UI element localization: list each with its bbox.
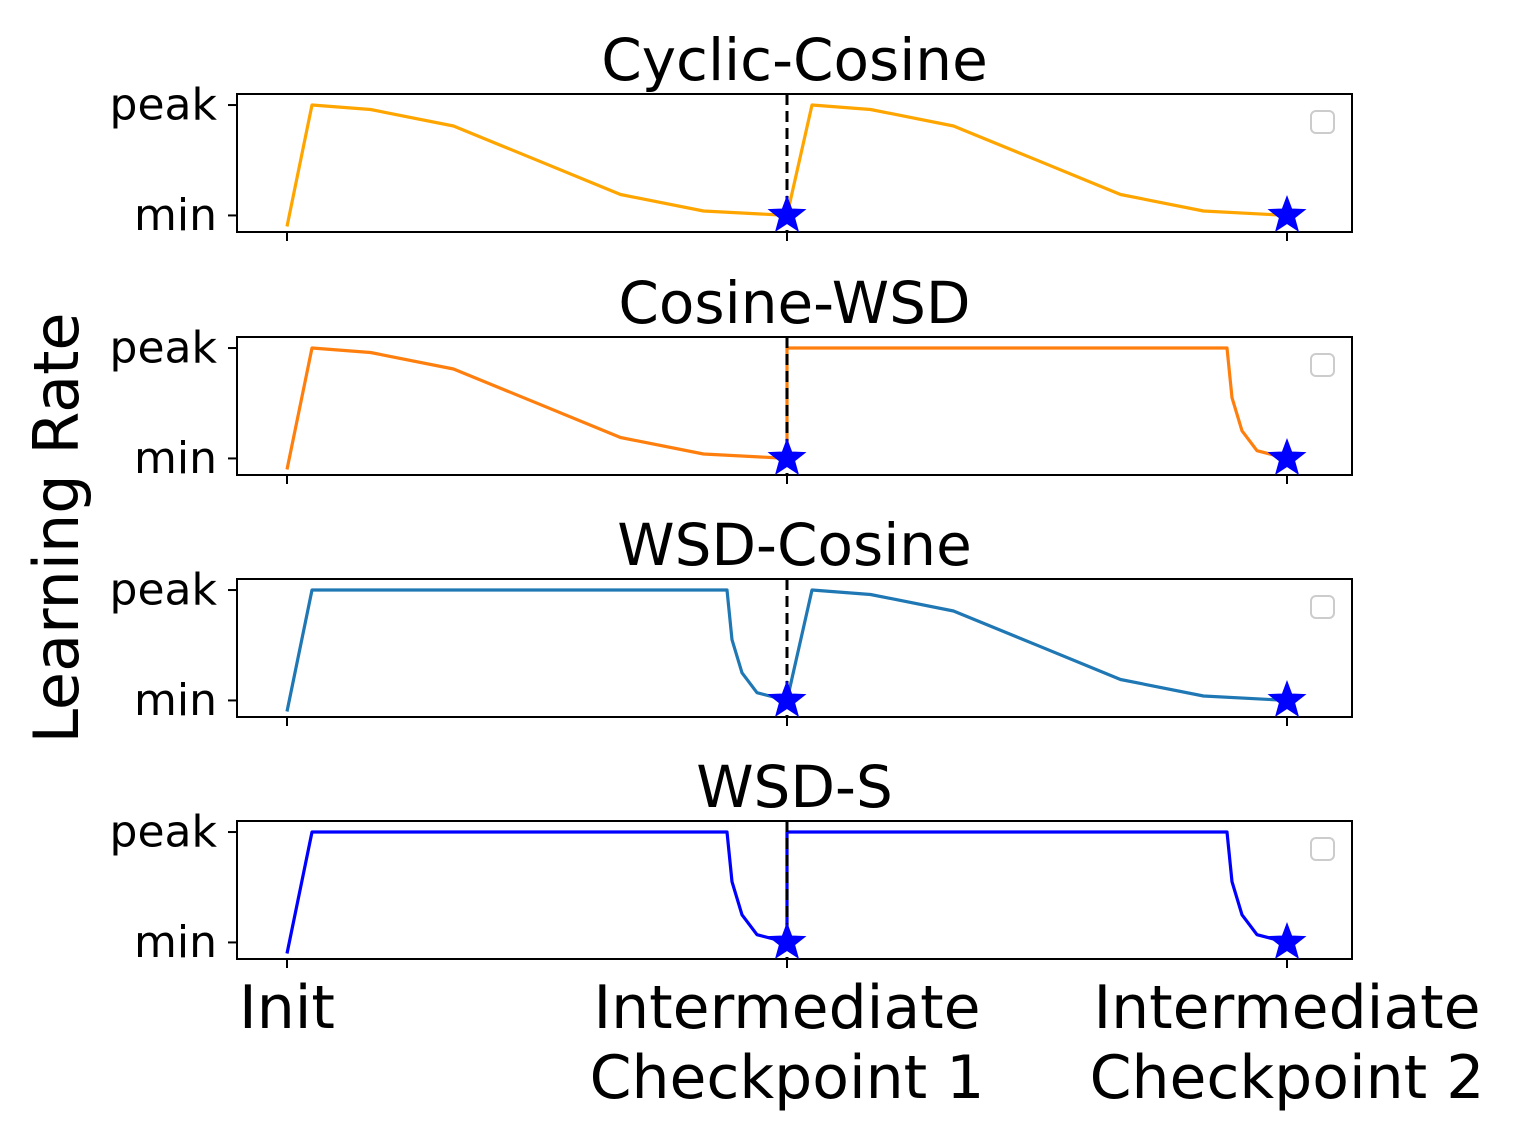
y-tick-label: min bbox=[134, 917, 217, 968]
y-tick-label: peak bbox=[110, 80, 218, 131]
legend-box bbox=[1310, 353, 1335, 377]
y-tick-label: peak bbox=[110, 323, 218, 374]
subplot-2: Cosine-WSD peak min bbox=[110, 269, 1353, 484]
legend-box bbox=[1310, 595, 1335, 619]
legend-box bbox=[1310, 110, 1335, 134]
subplot-title: WSD-Cosine bbox=[617, 511, 972, 579]
x-tick-label: Intermediate bbox=[593, 973, 980, 1043]
legend-box bbox=[1310, 837, 1335, 861]
checkpoint-star-marker bbox=[767, 921, 807, 959]
checkpoint-star-marker bbox=[1267, 437, 1307, 475]
subplot-4: WSD-S peak min bbox=[110, 753, 1353, 968]
x-tick-label: Intermediate bbox=[1093, 973, 1480, 1043]
lr-schedule-line bbox=[285, 346, 1288, 470]
axes-frame bbox=[236, 578, 1353, 718]
y-tick-label: peak bbox=[110, 807, 218, 858]
x-tick-label: Checkpoint 1 bbox=[590, 1043, 985, 1113]
y-tick-label: min bbox=[134, 675, 217, 726]
y-tick-label: min bbox=[134, 190, 217, 241]
checkpoint-star-marker bbox=[767, 194, 807, 232]
checkpoint-star-marker bbox=[1267, 194, 1307, 232]
x-tick-label: Checkpoint 2 bbox=[1090, 1043, 1485, 1113]
checkpoint-star-marker bbox=[767, 437, 807, 475]
axes-frame bbox=[236, 336, 1353, 476]
axes-frame bbox=[236, 820, 1353, 960]
subplot-title: Cosine-WSD bbox=[618, 269, 970, 337]
checkpoint-star-marker bbox=[1267, 679, 1307, 717]
checkpoint-star-marker bbox=[767, 679, 807, 717]
subplot-title: WSD-S bbox=[696, 753, 893, 821]
y-tick-label: peak bbox=[110, 565, 218, 616]
y-axis-label: Learning Rate bbox=[20, 312, 93, 743]
checkpoint-star-marker bbox=[1267, 921, 1307, 959]
axes-frame bbox=[236, 93, 1353, 233]
x-tick-label: Init bbox=[239, 973, 335, 1043]
subplot-1: Cyclic-Cosine peak min bbox=[110, 26, 1353, 241]
subplot-title: Cyclic-Cosine bbox=[601, 26, 988, 94]
y-tick-label: min bbox=[134, 433, 217, 484]
lr-schedule-line bbox=[285, 588, 1288, 712]
subplot-3: WSD-Cosine peak min bbox=[110, 511, 1353, 726]
